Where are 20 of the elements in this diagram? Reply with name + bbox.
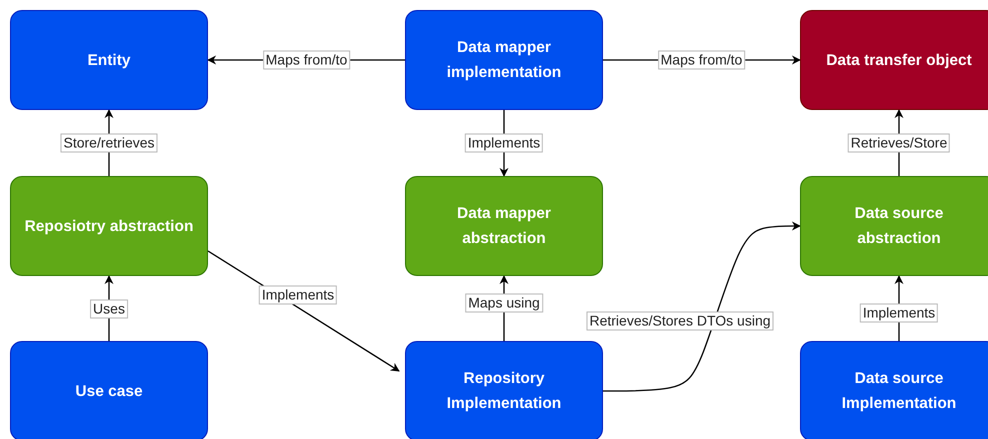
edge-label: Implements — [464, 134, 544, 152]
process-box: Data source abstraction — [800, 176, 988, 276]
edge-label: Implements — [258, 286, 338, 304]
edge-label: Maps using — [465, 294, 543, 312]
edge-label: Store/retrieves — [60, 134, 158, 152]
process-box: Reposiotry abstraction — [10, 176, 208, 276]
process-box: Data source Implementation — [800, 341, 988, 439]
arrow — [603, 222, 801, 392]
edge-label: Maps from/to — [262, 50, 350, 70]
process-box: Entity — [10, 10, 208, 110]
edge-label: Implements — [860, 304, 938, 322]
edge-label: Retrieves/Stores DTOs using — [586, 312, 774, 330]
process-box: Repository Implementation — [405, 341, 603, 439]
edge-label: Retrieves/Store — [848, 134, 950, 152]
process-box: Data mapper abstraction — [405, 176, 603, 276]
process-box: Use case — [10, 341, 208, 439]
process-box: Data mapper implementation — [405, 10, 603, 110]
edge-label: Uses — [90, 299, 128, 318]
edge-label: Maps from/to — [658, 50, 746, 70]
process-box: Data transfer object — [800, 10, 988, 110]
